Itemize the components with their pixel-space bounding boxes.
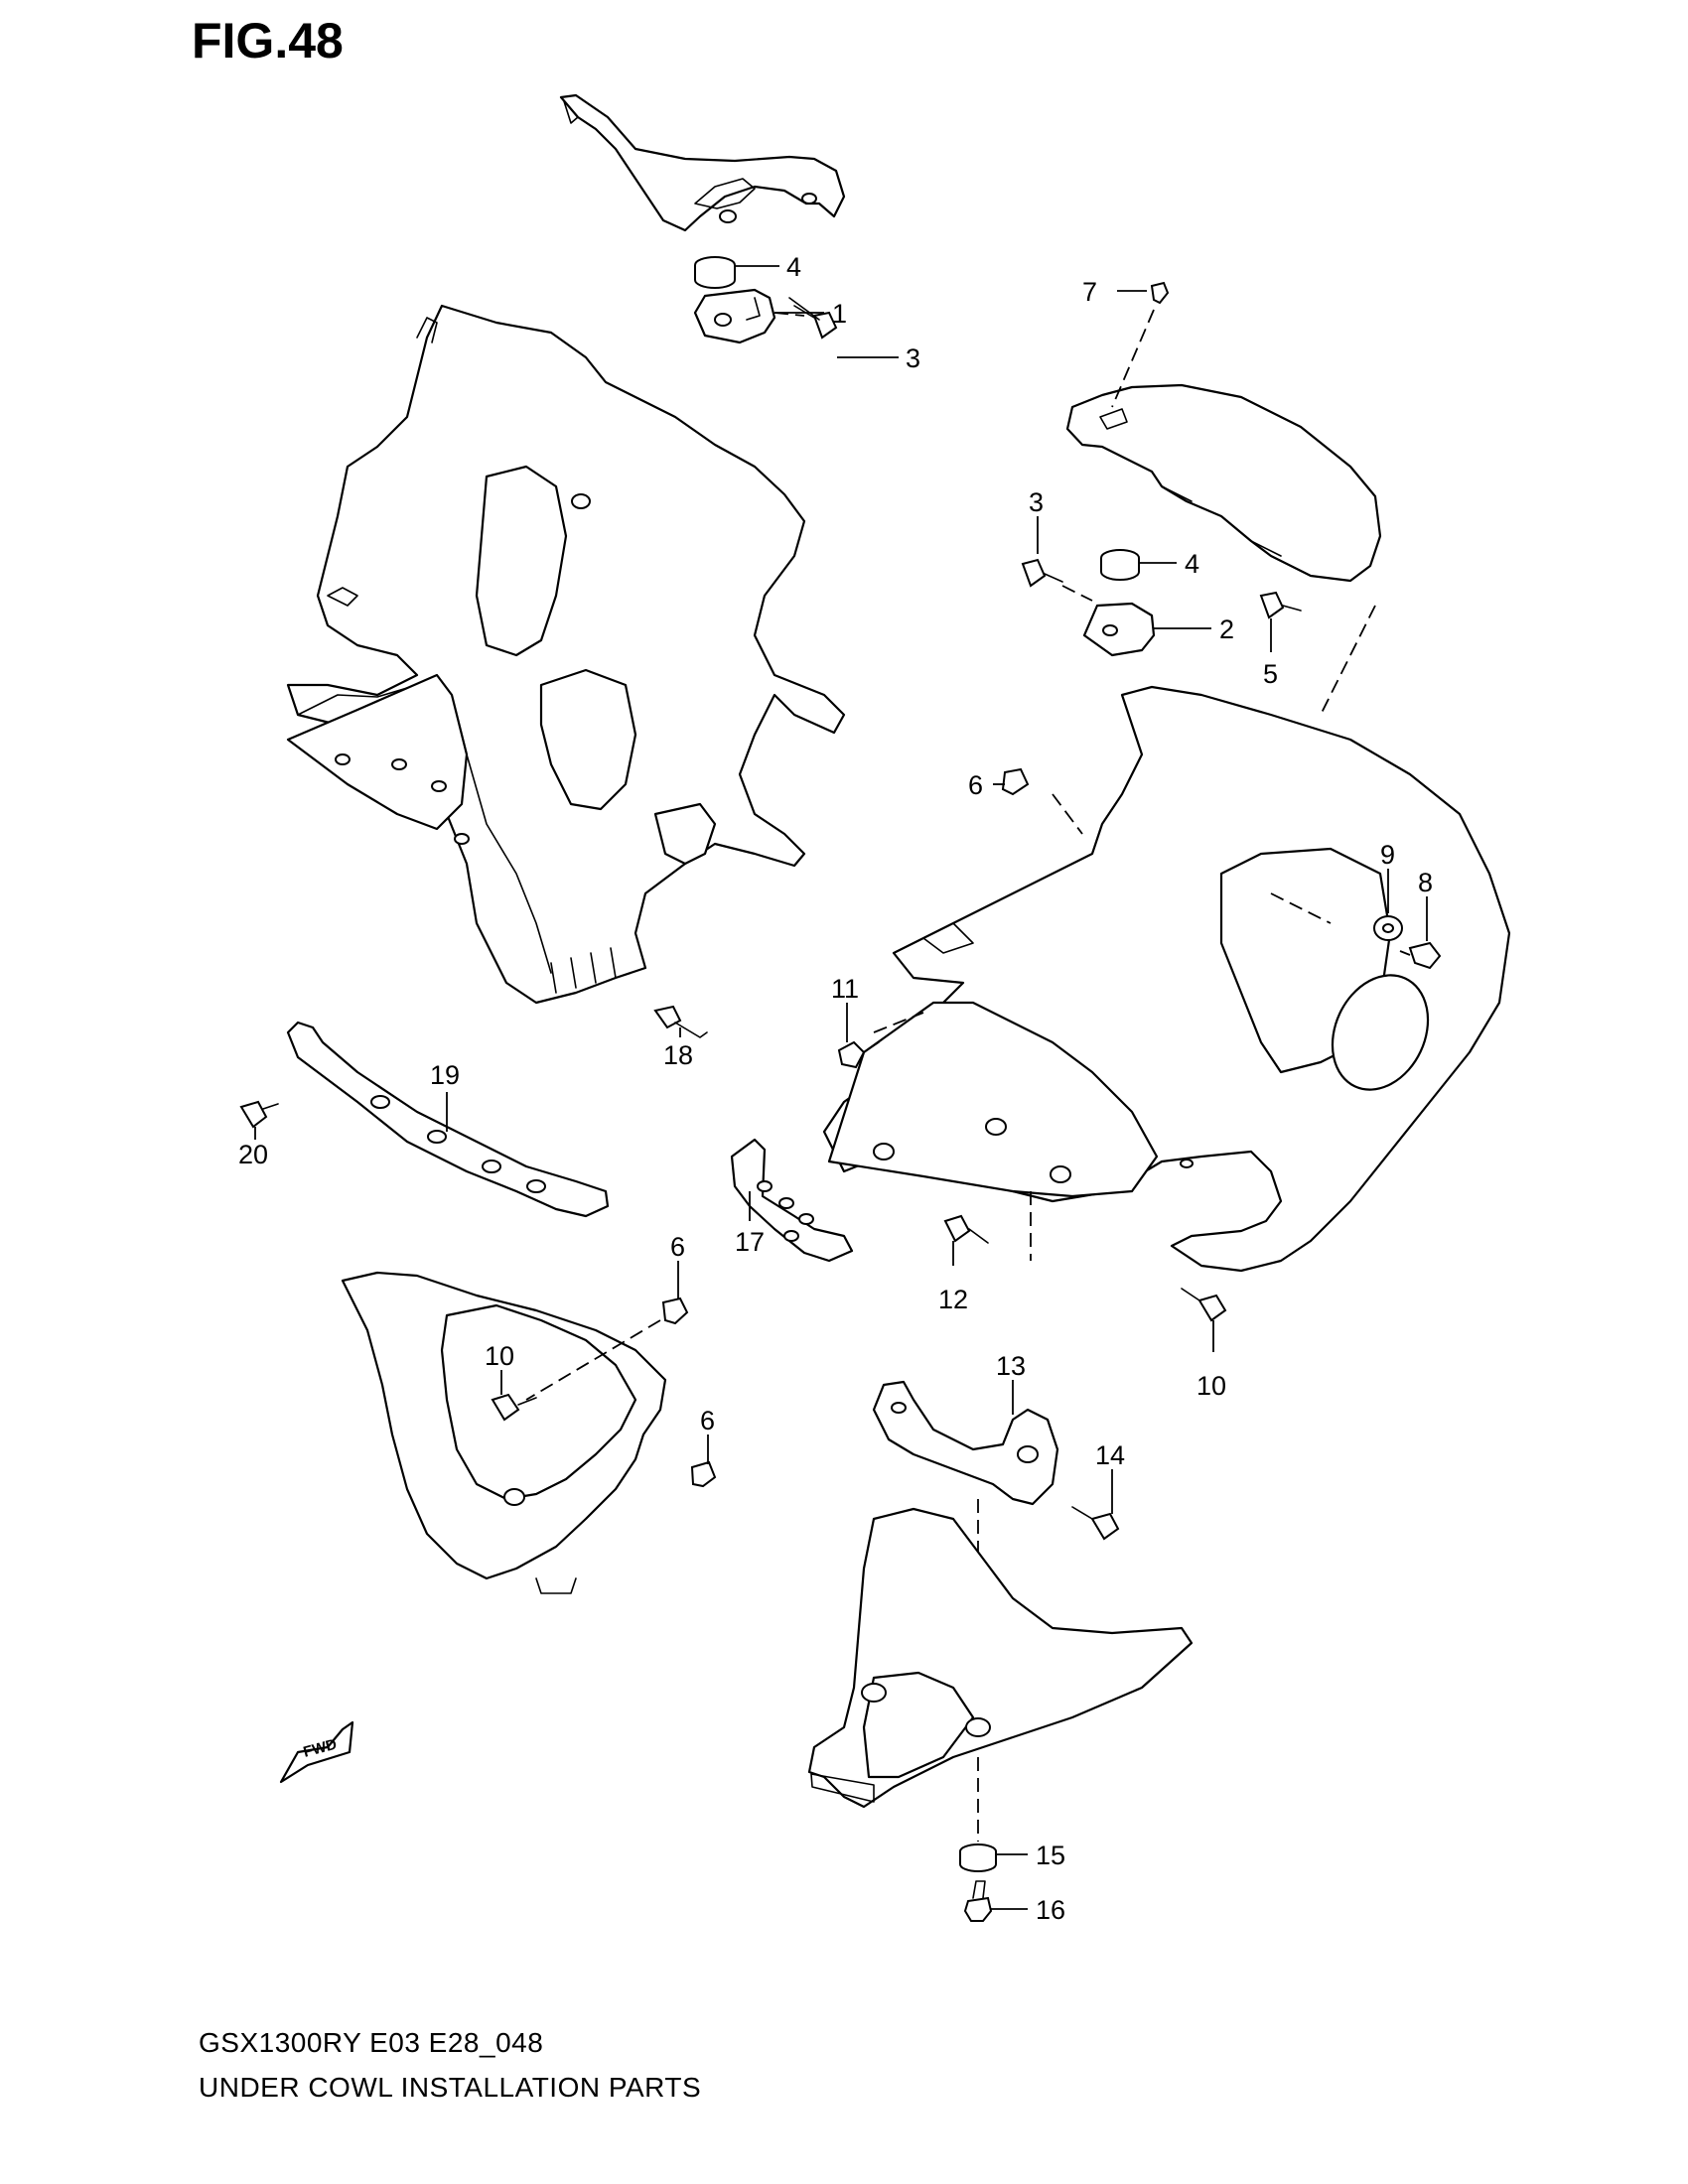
lower-belly-pan bbox=[807, 1507, 1194, 1809]
callout-19: 19 bbox=[430, 1060, 460, 1090]
bolt-3-right bbox=[1021, 558, 1093, 602]
callout-6-top: 6 bbox=[968, 770, 983, 800]
bracket-17 bbox=[730, 1138, 854, 1263]
callout-20: 20 bbox=[238, 1140, 268, 1169]
bolt-20 bbox=[239, 1100, 279, 1129]
callout-14: 14 bbox=[1095, 1440, 1125, 1470]
clip-11 bbox=[837, 1040, 880, 1069]
footer-model-code: GSX1300RY E03 E28_048 bbox=[199, 2027, 544, 2058]
bolt-3-top bbox=[774, 297, 838, 340]
upper-duct-bracket bbox=[559, 93, 846, 232]
right-upper-duct bbox=[1065, 383, 1382, 583]
callout-9: 9 bbox=[1380, 840, 1395, 870]
grommet-4-top bbox=[694, 256, 736, 289]
bolt-5 bbox=[1259, 591, 1302, 619]
bolt-14 bbox=[1071, 1506, 1120, 1541]
bracket-2 bbox=[1082, 602, 1156, 657]
callout-16: 16 bbox=[1036, 1895, 1065, 1925]
bracket-19 bbox=[286, 1021, 610, 1218]
callout-4-right: 4 bbox=[1185, 549, 1199, 579]
lower-left-cowl bbox=[341, 1271, 667, 1594]
figure-title: FIG.48 bbox=[192, 13, 344, 68]
screw-10-left bbox=[491, 1393, 537, 1422]
callout-6-lower: 6 bbox=[700, 1406, 715, 1435]
screw-10-right bbox=[1181, 1288, 1227, 1322]
bolt-16 bbox=[963, 1880, 993, 1922]
nut-6-top bbox=[1001, 767, 1030, 796]
callout-4-top: 4 bbox=[786, 252, 801, 282]
left-flap bbox=[286, 673, 470, 845]
callout-3-right: 3 bbox=[1029, 487, 1044, 517]
callout-7: 7 bbox=[1082, 277, 1097, 307]
bracket-13 bbox=[872, 1380, 1059, 1506]
callout-2: 2 bbox=[1219, 614, 1234, 644]
callout-10-right: 10 bbox=[1196, 1371, 1226, 1401]
callout-5: 5 bbox=[1263, 659, 1278, 689]
grommet-15 bbox=[959, 1843, 997, 1872]
footer-description: UNDER COWL INSTALLATION PARTS bbox=[199, 2072, 702, 2103]
right-lower-flap bbox=[827, 1001, 1159, 1198]
screw-8 bbox=[1399, 941, 1442, 970]
callout-13: 13 bbox=[996, 1351, 1026, 1381]
nut-6-lower-a bbox=[661, 1297, 689, 1325]
callout-1: 1 bbox=[832, 299, 847, 329]
main-right-cowl bbox=[822, 685, 1511, 1273]
callout-15: 15 bbox=[1036, 1841, 1065, 1870]
bolt-18 bbox=[653, 1005, 708, 1038]
grommet-4-right bbox=[1100, 549, 1140, 581]
callout-11: 11 bbox=[831, 974, 859, 1004]
callout-10-left: 10 bbox=[485, 1341, 514, 1371]
bracket-1 bbox=[693, 288, 776, 344]
callout-17: 17 bbox=[735, 1227, 765, 1257]
washer-9 bbox=[1373, 915, 1403, 941]
callout-6-mid: 6 bbox=[670, 1232, 685, 1262]
callout-3-top: 3 bbox=[906, 343, 920, 373]
callout-12: 12 bbox=[938, 1285, 968, 1314]
left-inner-cowl bbox=[286, 304, 846, 1005]
bolt-7 bbox=[1111, 281, 1170, 408]
callout-18: 18 bbox=[663, 1040, 693, 1070]
fwd-arrow-icon: FWD bbox=[279, 1720, 354, 1784]
nut-6-lower-b bbox=[690, 1460, 717, 1488]
callout-8: 8 bbox=[1418, 868, 1433, 897]
bolt-12 bbox=[943, 1214, 989, 1244]
